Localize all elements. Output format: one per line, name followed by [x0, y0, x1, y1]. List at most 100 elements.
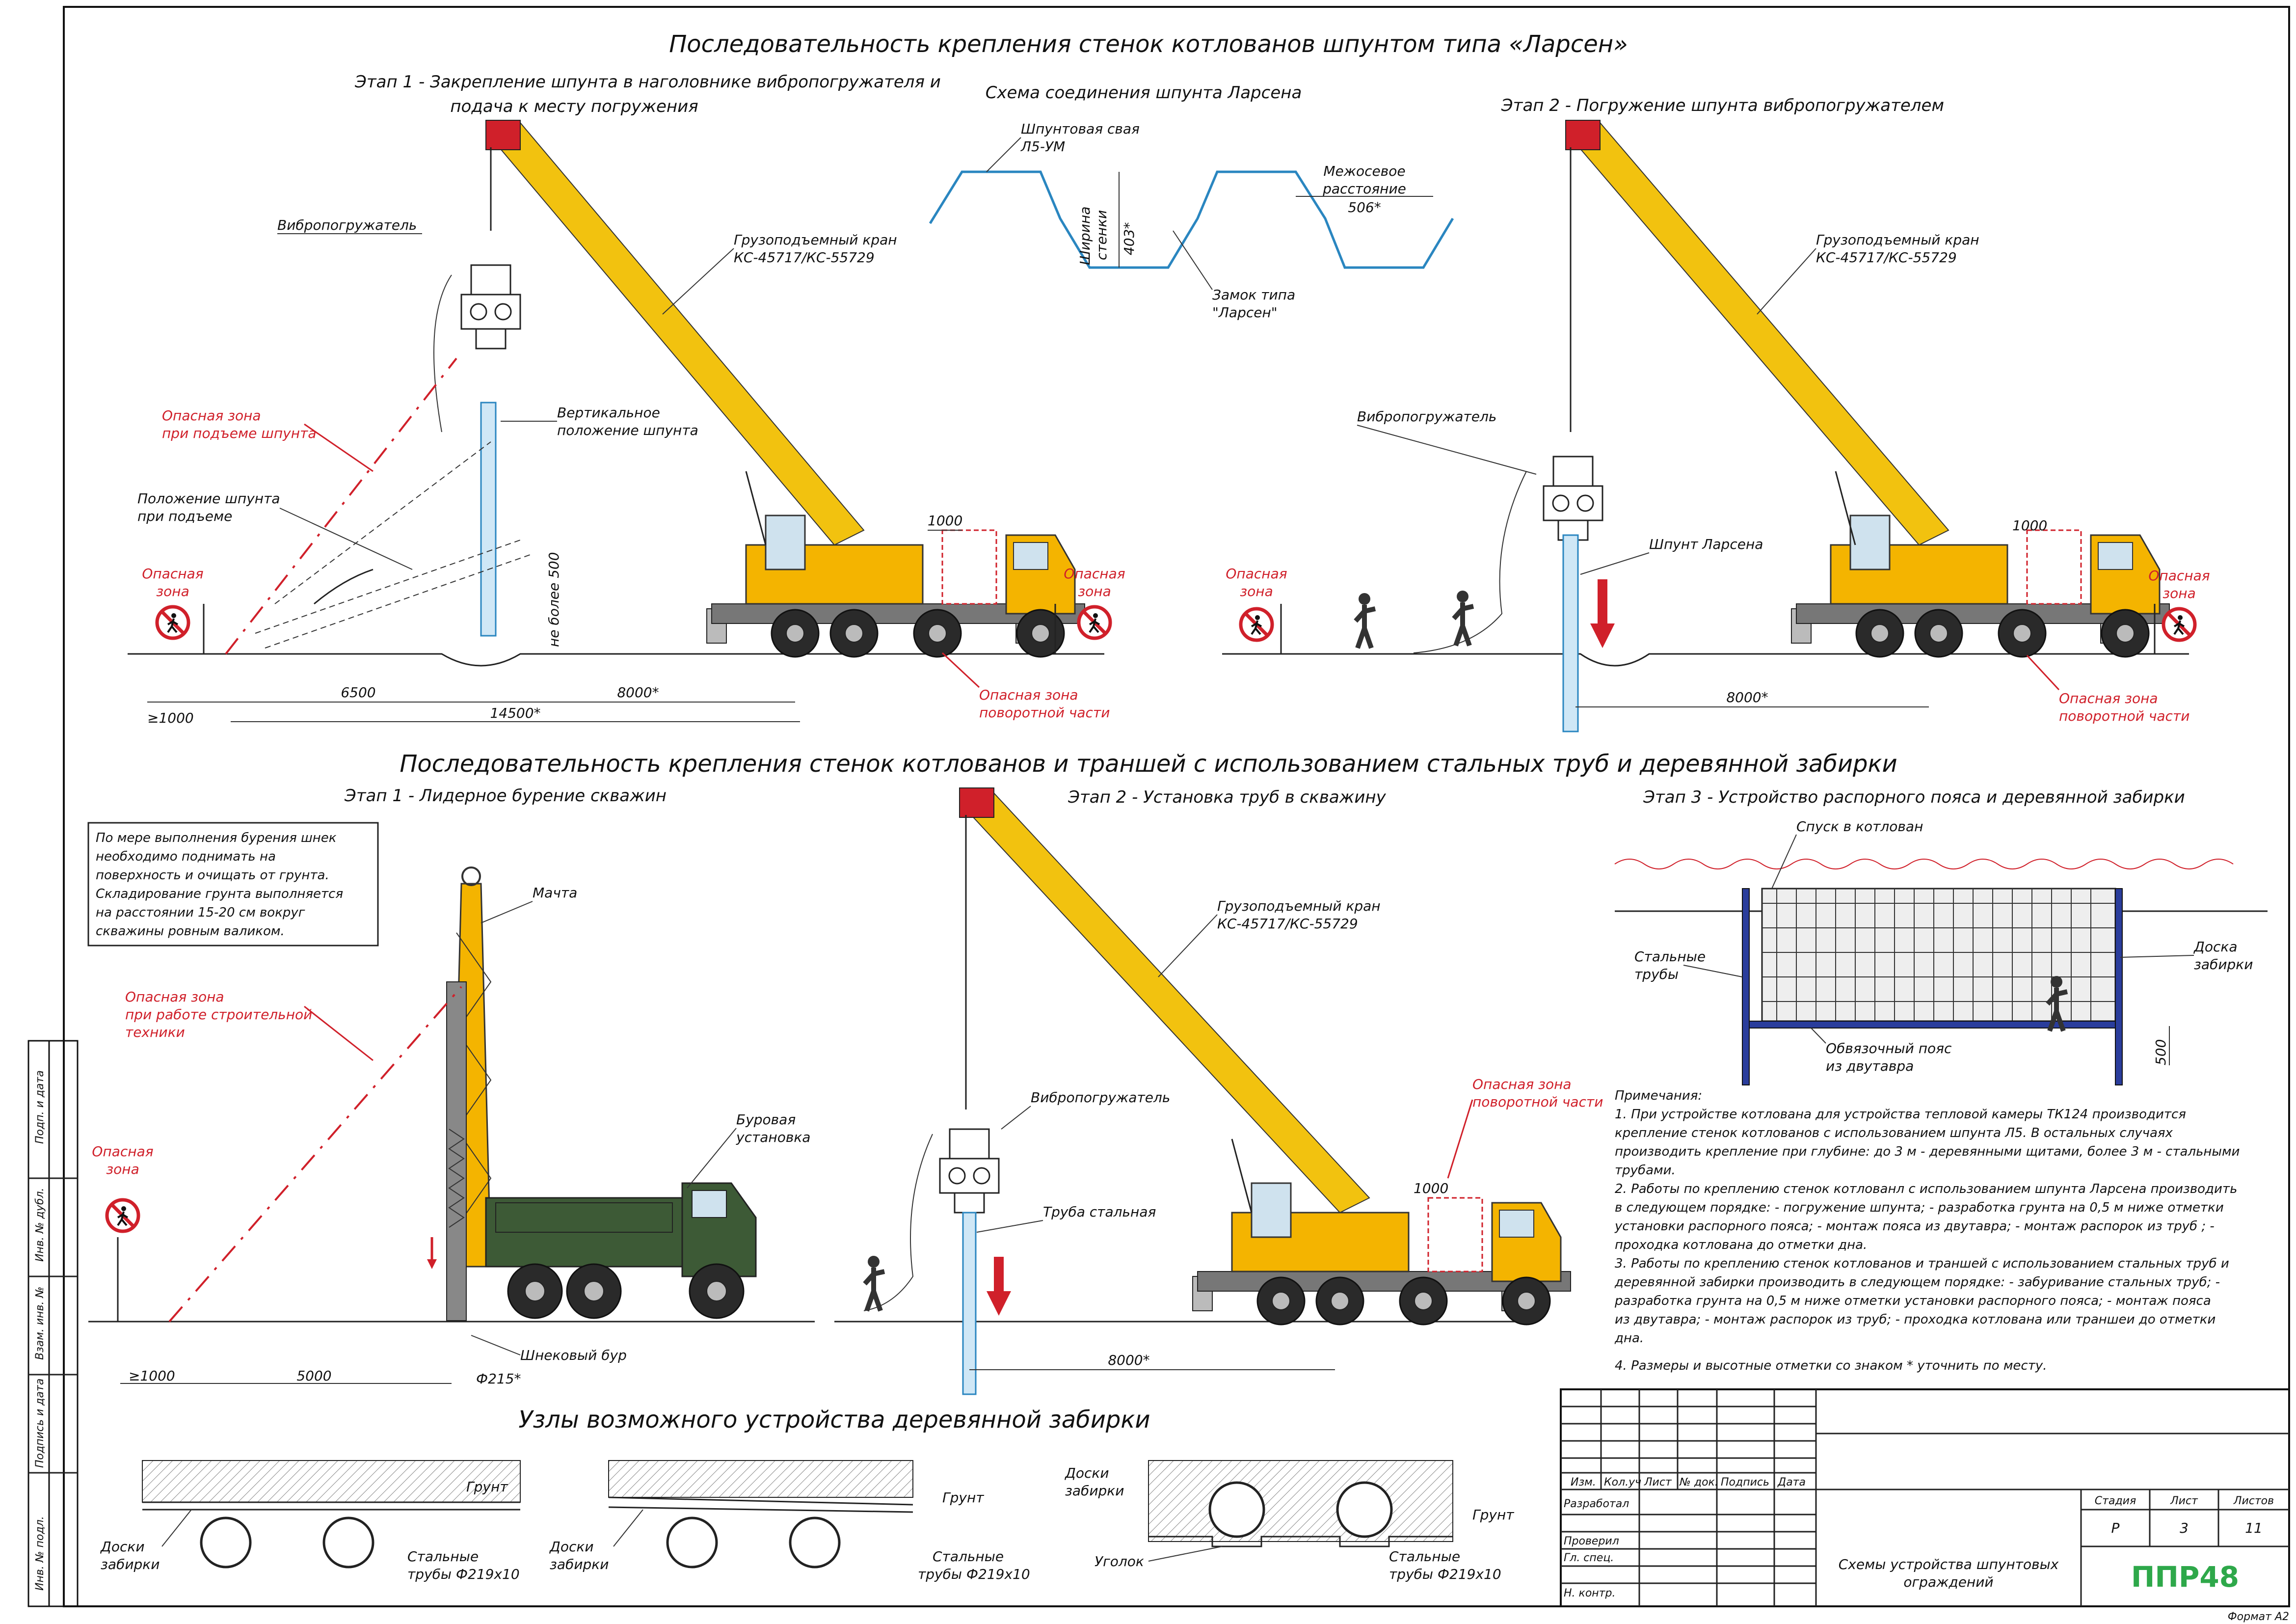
p1-dim-5000: 5000 [296, 1368, 331, 1384]
s2-danger-l-2: зона [1240, 583, 1273, 599]
n3-boards-1: Доски [1064, 1465, 1109, 1481]
side-label-1: Подп. и дата [34, 1070, 46, 1144]
scheme-title: Схема соединения шпунта Ларсена [986, 83, 1302, 103]
stamp-col-1: Кол.уч [1604, 1476, 1641, 1489]
node-1: Грунт Доски забирки Стальные трубы Ф219х… [100, 1460, 521, 1582]
p2-turn-2: поворотной части [1472, 1094, 1603, 1110]
s1-dim-14500: 14500* [490, 705, 540, 721]
p3-belt-1: Обвязочный пояс [1826, 1040, 1952, 1056]
title-mid: Последовательность крепления стенок котл… [400, 750, 1897, 778]
s1-vibro: Вибропогружатель [277, 217, 417, 233]
s1-not-more: не более 500 [546, 552, 562, 647]
s2-dim-1000: 1000 [2012, 517, 2047, 534]
s2-pile: Шпунт Ларсена [1649, 536, 1763, 552]
stamp-doc-title-2: ограждений [1903, 1574, 1993, 1590]
s1-danger-r-2: зона [1078, 583, 1111, 599]
stage1-larsen: Этап 1 - Закрепление шпунта в наголовник… [128, 72, 1125, 726]
larsen-profile [929, 170, 1454, 269]
note-line-10: разработка грунта на 0,5 м ниже отметки … [1614, 1294, 2211, 1308]
p1-note-5: скважины ровным валиком. [96, 924, 285, 939]
p2-turn-1: Опасная зона [1472, 1076, 1572, 1092]
s1-dim-6500: 6500 [341, 684, 375, 701]
title-bottom: Узлы возможного устройства деревянной за… [518, 1406, 1150, 1434]
side-label-4: Подпись и дата [34, 1379, 46, 1468]
p1-note-1: необходимо поднимать на [96, 849, 276, 864]
p1-danger-1: Опасная зона [125, 989, 224, 1005]
s1-turn-2: поворотной части [979, 704, 1110, 721]
stage2-title: Этап 2 - Погружение шпунта вибропогружат… [1501, 96, 1944, 115]
note-line-11: из двутавра; - монтаж распорок из труб; … [1615, 1312, 2216, 1327]
p1-zone-2: зона [106, 1161, 139, 1177]
side-label-2: Инв. № дубл. [34, 1188, 46, 1262]
notes-header: Примечания: [1615, 1088, 1702, 1103]
p3-steel-2: трубы [1634, 966, 1679, 982]
note-line-2: производить крепление при глубине: до 3 … [1615, 1144, 2240, 1159]
note-line-1: крепление стенок котлованов с использова… [1615, 1126, 2173, 1140]
p1-note-0: По мере выполнения бурения шнек [96, 831, 337, 845]
n2-steel-1: Стальные [933, 1548, 1004, 1565]
stamp-col-2: Лист [1644, 1476, 1672, 1489]
scheme-pile-2: Л5-УМ [1020, 138, 1065, 155]
stamp-stage-h: Стадия [2095, 1495, 2136, 1507]
p2-dim-1000: 1000 [1414, 1180, 1448, 1196]
scheme-axis-val: 506* [1348, 199, 1381, 216]
p1-dim-ge1000: ≥1000 [129, 1368, 175, 1384]
larsen-scheme: Схема соединения шпунта Ларсена Шпунтова… [929, 83, 1454, 321]
stamp-row-1: Проверил [1564, 1535, 1619, 1547]
s1-danger-r-1: Опасная [1064, 566, 1125, 582]
p1-rig-1: Буровая [736, 1111, 796, 1128]
n2-boards-1: Доски [549, 1539, 594, 1555]
s2-crane-2: КС-45717/КС-55729 [1816, 249, 1957, 266]
stage1-title-1: Этап 1 - Закрепление шпунта в наголовник… [354, 72, 941, 92]
title-block: Изм. Кол.уч Лист № док. Подпись Дата Раз… [1560, 1388, 2290, 1623]
scheme-width-val: 403* [1121, 222, 1137, 255]
stamp-col-4: Подпись [1721, 1476, 1769, 1489]
s2-crane-1: Грузоподъемный кран [1816, 232, 1979, 248]
stamp-logo: ППР48 [2131, 1560, 2239, 1594]
note-line-13: 4. Размеры и высотные отметки со знаком … [1615, 1358, 2047, 1373]
s1-danger-l-1: Опасная [142, 566, 203, 582]
note-line-6: установки распорного пояса; - монтаж поя… [1614, 1219, 2215, 1234]
stamp-doc-title-1: Схемы устройства шпунтовых [1839, 1556, 2059, 1572]
stamp-row-3: Н. контр. [1564, 1587, 1615, 1599]
n3-steel-1: Стальные [1389, 1548, 1460, 1565]
stage3-pipes: Этап 3 - Устройство распорного пояса и д… [1614, 787, 2268, 1085]
p1-danger-2: при работе строительной [125, 1006, 312, 1023]
p2-title: Этап 2 - Установка труб в скважину [1068, 787, 1386, 807]
stamp-row-2: Гл. спец. [1564, 1552, 1614, 1564]
side-label-5: Инв. № подл. [34, 1516, 46, 1591]
s2-danger-r-2: зона [2163, 585, 2195, 601]
title-top: Последовательность крепления стенок котл… [669, 30, 1628, 58]
s1-vertical-1: Вертикальное [557, 405, 660, 421]
s2-turn-1: Опасная зона [2059, 690, 2158, 706]
p1-danger-3: техники [125, 1024, 185, 1040]
stamp-col-3: № док. [1679, 1476, 1718, 1489]
stamp-sheets-v: 11 [2245, 1520, 2263, 1536]
scheme-lock-2: "Ларсен" [1212, 304, 1278, 321]
scheme-pile-1: Шпунтовая свая [1021, 121, 1140, 137]
stage2-pipes: Этап 2 - Установка труб в скважину Грузо… [834, 787, 1603, 1395]
n2-boards-2: забирки [550, 1556, 609, 1572]
scheme-axis-2: расстояние [1322, 181, 1406, 197]
s2-vibro: Вибропогружатель [1357, 408, 1496, 425]
p1-mast: Мачта [533, 885, 577, 901]
p3-belt-2: из двутавра [1826, 1058, 1914, 1074]
p1-note-4: на расстоянии 15-20 см вокруг [96, 905, 305, 920]
p2-crane-1: Грузоподъемный кран [1217, 898, 1381, 914]
stamp-sheets-h: Листов [2233, 1495, 2274, 1507]
scheme-lock-1: Замок типа [1212, 287, 1295, 303]
stamp-sheet-v: 3 [2180, 1520, 2189, 1536]
p1-zone-1: Опасная [92, 1143, 153, 1160]
s2-danger-r-1: Опасная [2148, 568, 2210, 584]
p3-board-2: забирки [2194, 956, 2253, 973]
node-2: Грунт Доски забирки Стальные трубы Ф219х… [549, 1460, 1030, 1582]
s1-crane-1: Грузоподъемный кран [734, 232, 897, 248]
stage1-title-2: подача к месту погружения [450, 97, 698, 116]
p2-vibro: Вибропогружатель [1031, 1089, 1170, 1106]
s2-dim-8000: 8000* [1726, 689, 1768, 705]
p3-board-1: Доска [2193, 939, 2237, 955]
notes: Примечания: 1. При устройстве котлована … [1614, 1088, 2240, 1373]
n1-boards-2: забирки [101, 1556, 160, 1572]
note-line-0: 1. При устройстве котлована для устройст… [1615, 1107, 2186, 1122]
